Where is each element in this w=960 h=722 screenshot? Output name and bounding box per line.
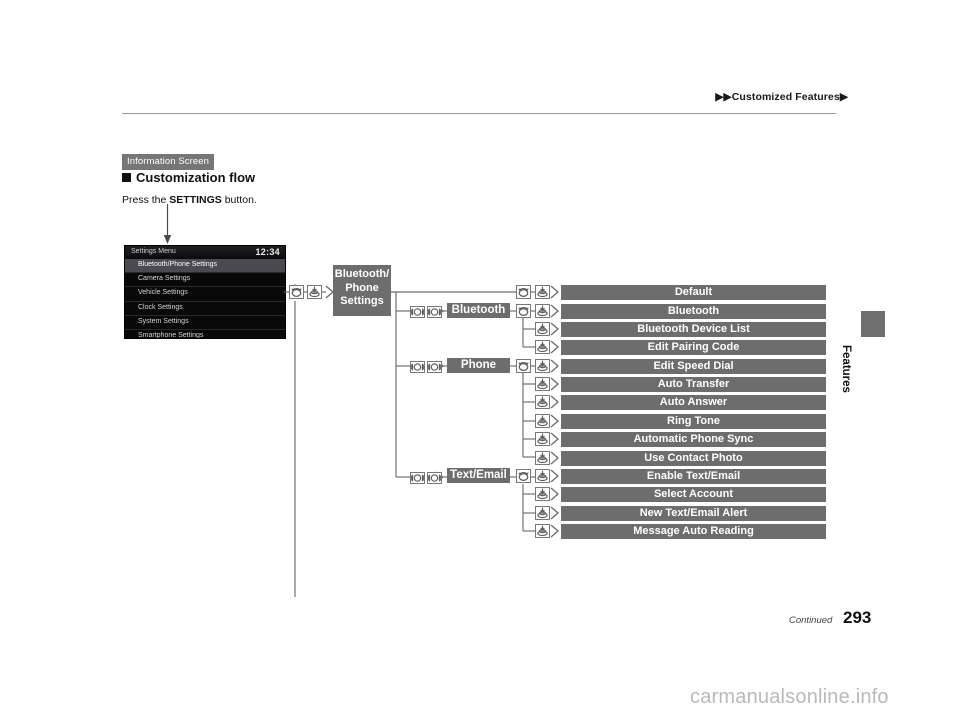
screenshot-menu-item[interactable]: System Settings (125, 316, 285, 330)
information-screen-tag: Information Screen (122, 154, 215, 170)
arrow-right-icon (550, 506, 559, 520)
arrow-right-icon (550, 304, 559, 318)
arrow-down-icon (163, 204, 172, 244)
screenshot-menu-item[interactable]: Vehicle Settings (125, 287, 285, 302)
screenshot-menu-item-label: Smartphone Settings (138, 331, 204, 339)
screenshot-menu-item-label: System Settings (138, 317, 189, 325)
continued-label: Continued (789, 615, 833, 626)
flow-option-bar[interactable]: Ring Tone (561, 414, 826, 429)
page-number: 293 (843, 608, 872, 627)
press-knob-icon[interactable] (535, 414, 550, 428)
flow-label-bluetooth[interactable]: Bluetooth (447, 303, 510, 318)
press-knob-icon[interactable] (535, 377, 550, 391)
screenshot-menu-item[interactable]: Camera Settings (125, 273, 285, 288)
flow-root-line-1: Bluetooth/ (334, 268, 390, 280)
arrow-right-icon (550, 340, 559, 354)
flow-option-bar[interactable]: Auto Answer (561, 395, 826, 410)
flow-option-bar[interactable]: New Text/Email Alert (561, 506, 826, 521)
arrow-right-icon (550, 469, 559, 483)
bullet-square-icon (122, 173, 131, 182)
arrow-right-icon (550, 451, 559, 465)
flow-option-bar[interactable]: Auto Transfer (561, 377, 826, 392)
rotate-knob-icon[interactable] (516, 359, 531, 373)
arrow-right-icon (550, 432, 559, 446)
press-knob-icon[interactable] (535, 322, 550, 336)
arrow-right-icon (550, 395, 559, 409)
press-knob-icon[interactable] (535, 451, 550, 465)
flow-option-bar[interactable]: Enable Text/Email (561, 469, 826, 484)
flow-root-line-2: Phone (345, 281, 379, 294)
screenshot-menu-item[interactable]: Bluetooth/Phone Settings (125, 259, 285, 274)
arrow-right-icon (550, 359, 559, 373)
rotate-knob-icon[interactable] (516, 469, 531, 483)
press-knob-icon[interactable] (535, 395, 550, 409)
screenshot-title: Settings Menu (131, 248, 176, 255)
press-knob-icon[interactable] (535, 469, 550, 483)
press-knob-icon[interactable] (535, 524, 550, 538)
press-knob-icon[interactable] (535, 359, 550, 373)
press-knob-icon[interactable] (535, 285, 550, 299)
instruction-text: Press the SETTINGS button. (122, 194, 257, 206)
page-title: Customization flow (122, 170, 255, 185)
flow-root-box[interactable]: Bluetooth/ Phone Settings (333, 265, 391, 316)
flow-option-bar[interactable]: Default (561, 285, 826, 300)
watermark: carmanualsonline.info (690, 686, 889, 708)
screenshot-clock: 12:34 (255, 247, 280, 257)
flow-option-bar[interactable]: Bluetooth Device List (561, 322, 826, 337)
press-knob-icon[interactable] (535, 304, 550, 318)
screenshot-menu-item-label: Camera Settings (138, 275, 191, 283)
flow-label-phone[interactable]: Phone (447, 358, 510, 373)
flow-option-bar[interactable]: Bluetooth (561, 304, 826, 319)
flow-option-bar[interactable]: Edit Pairing Code (561, 340, 826, 355)
side-tab-marker (861, 311, 885, 337)
screenshot-menu-item[interactable]: Clock Settings (125, 302, 285, 316)
screenshot-menu-item[interactable]: Smartphone Settings (125, 330, 285, 339)
flow-option-bar[interactable]: Select Account (561, 487, 826, 502)
scroll-knob-icon[interactable] (410, 360, 443, 373)
flow-option-bar[interactable]: Message Auto Reading (561, 524, 826, 539)
rotate-knob-icon[interactable] (289, 285, 304, 299)
header-rule (122, 113, 836, 114)
flow-label-text-email[interactable]: Text/Email (447, 468, 510, 483)
instruction-bold: SETTINGS (169, 194, 222, 206)
press-knob-icon[interactable] (535, 432, 550, 446)
arrow-right-icon (550, 285, 559, 299)
scroll-knob-icon[interactable] (410, 305, 443, 318)
instruction-pre: Press the (122, 194, 170, 206)
press-knob-icon[interactable] (535, 340, 550, 354)
arrow-right-icon (550, 377, 559, 391)
arrow-right-icon (550, 414, 559, 428)
screenshot-statusbar: Settings Menu 12:34 (125, 246, 285, 259)
settings-menu-screenshot: Settings Menu 12:34 Bluetooth/Phone Sett… (124, 245, 286, 339)
scroll-knob-icon[interactable] (410, 471, 443, 484)
screenshot-menu-item-label: Vehicle Settings (138, 289, 188, 297)
rotate-knob-icon[interactable] (516, 304, 531, 318)
screenshot-menu-item-label: Bluetooth/Phone Settings (138, 261, 218, 268)
screenshot-menu-item-label: Clock Settings (138, 303, 183, 311)
arrow-right-icon (550, 487, 559, 501)
flow-option-bar[interactable]: Edit Speed Dial (561, 359, 826, 374)
flow-option-bar[interactable]: Automatic Phone Sync (561, 432, 826, 447)
arrow-right-icon (550, 322, 559, 336)
arrow-right-icon (550, 524, 559, 538)
flow-root-line-3: Settings (340, 295, 384, 307)
side-tab-label: Features (840, 345, 852, 393)
rotate-knob-icon[interactable] (516, 285, 531, 299)
press-knob-icon[interactable] (535, 506, 550, 520)
page-title-text: Customization flow (136, 170, 256, 185)
breadcrumb: ▶▶Customized Features▶ (715, 91, 848, 103)
instruction-post: button. (221, 194, 257, 206)
press-knob-icon[interactable] (535, 487, 550, 501)
flow-option-bar[interactable]: Use Contact Photo (561, 451, 826, 466)
press-knob-icon[interactable] (307, 285, 322, 299)
